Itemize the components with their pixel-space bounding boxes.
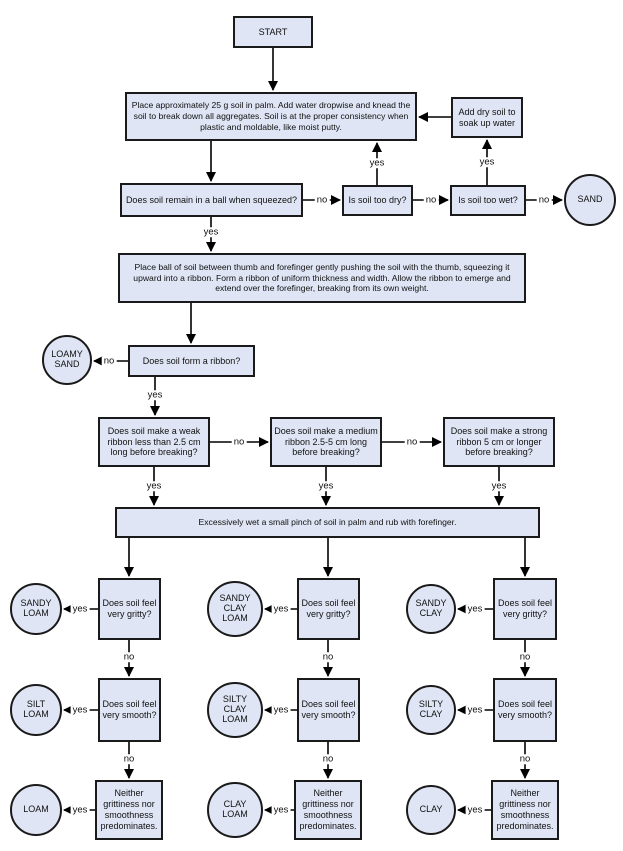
node-add-dry-soil: Add dry soil to soak up water	[451, 97, 523, 138]
terminal-sandy-clay-loam: SANDY CLAY LOAM	[207, 581, 263, 637]
node-gritty-col1: Does soil feel very gritty?	[98, 578, 161, 640]
node-neither-col3: Neither grittiness nor smoothness predom…	[491, 780, 559, 840]
node-smooth-col1: Does soil feel very smooth?	[98, 678, 161, 742]
terminal-silt-loam: SILT LOAM	[10, 684, 62, 736]
edge-label-no: no	[231, 436, 247, 448]
node-ribbon-instructions: Place ball of soil between thumb and for…	[118, 253, 526, 303]
node-strong-ribbon: Does soil make a strong ribbon 5 cm or l…	[443, 417, 555, 467]
edge-label-no: no	[121, 651, 137, 663]
edge-label-yes: yes	[70, 704, 90, 716]
edge-label-yes: yes	[465, 804, 485, 816]
terminal-silty-clay-loam: SILTY CLAY LOAM	[207, 682, 263, 738]
edge-label-yes: yes	[465, 704, 485, 716]
edge-label-yes: yes	[70, 603, 90, 615]
edge-label-yes: yes	[367, 157, 387, 169]
terminal-clay-loam: CLAY LOAM	[207, 782, 263, 838]
edge-label-no: no	[536, 194, 552, 206]
terminal-loamy-sand: LOAMY SAND	[42, 335, 92, 385]
edge-label-no: no	[320, 651, 336, 663]
node-start: START	[233, 16, 313, 48]
edge-label-no: no	[423, 194, 439, 206]
node-smooth-col2: Does soil feel very smooth?	[297, 678, 360, 742]
edge-label-no: no	[314, 194, 330, 206]
node-prep-instructions: Place approximately 25 g soil in palm. A…	[125, 92, 417, 141]
node-smooth-col3: Does soil feel very smooth?	[493, 678, 557, 742]
edge-label-no: no	[121, 753, 137, 765]
node-weak-ribbon: Does soil make a weak ribbon less than 2…	[98, 417, 210, 467]
edge-label-yes: yes	[70, 804, 90, 816]
edge-label-yes: yes	[201, 226, 221, 238]
edge-label-yes: yes	[145, 389, 165, 401]
edge-label-yes: yes	[271, 603, 291, 615]
node-neither-col1: Neither grittiness nor smoothness predom…	[95, 780, 163, 840]
terminal-sand: SAND	[564, 174, 616, 226]
node-medium-ribbon: Does soil make a medium ribbon 2.5-5 cm …	[270, 417, 382, 467]
terminal-loam: LOAM	[10, 784, 62, 836]
edge-label-yes: yes	[316, 480, 336, 492]
edge-label-yes: yes	[271, 804, 291, 816]
node-ball-question: Does soil remain in a ball when squeezed…	[120, 183, 303, 217]
terminal-sandy-clay: SANDY CLAY	[406, 584, 456, 634]
edge-label-no: no	[517, 753, 533, 765]
terminal-sandy-loam: SANDY LOAM	[10, 583, 62, 635]
node-too-dry: Is soil too dry?	[342, 185, 413, 216]
node-neither-col2: Neither grittiness nor smoothness predom…	[294, 780, 362, 840]
node-form-ribbon: Does soil form a ribbon?	[128, 345, 255, 377]
edge-label-no: no	[320, 753, 336, 765]
terminal-silty-clay: SILTY CLAY	[406, 685, 456, 735]
edge-label-yes: yes	[465, 603, 485, 615]
edge-label-no: no	[404, 436, 420, 448]
edge-label-yes: yes	[477, 156, 497, 168]
edge-label-no: no	[101, 355, 117, 367]
node-gritty-col3: Does soil feel very gritty?	[493, 578, 557, 640]
edge-label-yes: yes	[489, 480, 509, 492]
edge-label-no: no	[517, 651, 533, 663]
edge-label-yes: yes	[271, 704, 291, 716]
node-too-wet: Is soil too wet?	[450, 185, 526, 216]
edge-label-yes: yes	[144, 480, 164, 492]
node-wet-pinch: Excessively wet a small pinch of soil in…	[115, 507, 540, 538]
node-gritty-col2: Does soil feel very gritty?	[297, 578, 360, 640]
terminal-clay: CLAY	[406, 785, 456, 835]
